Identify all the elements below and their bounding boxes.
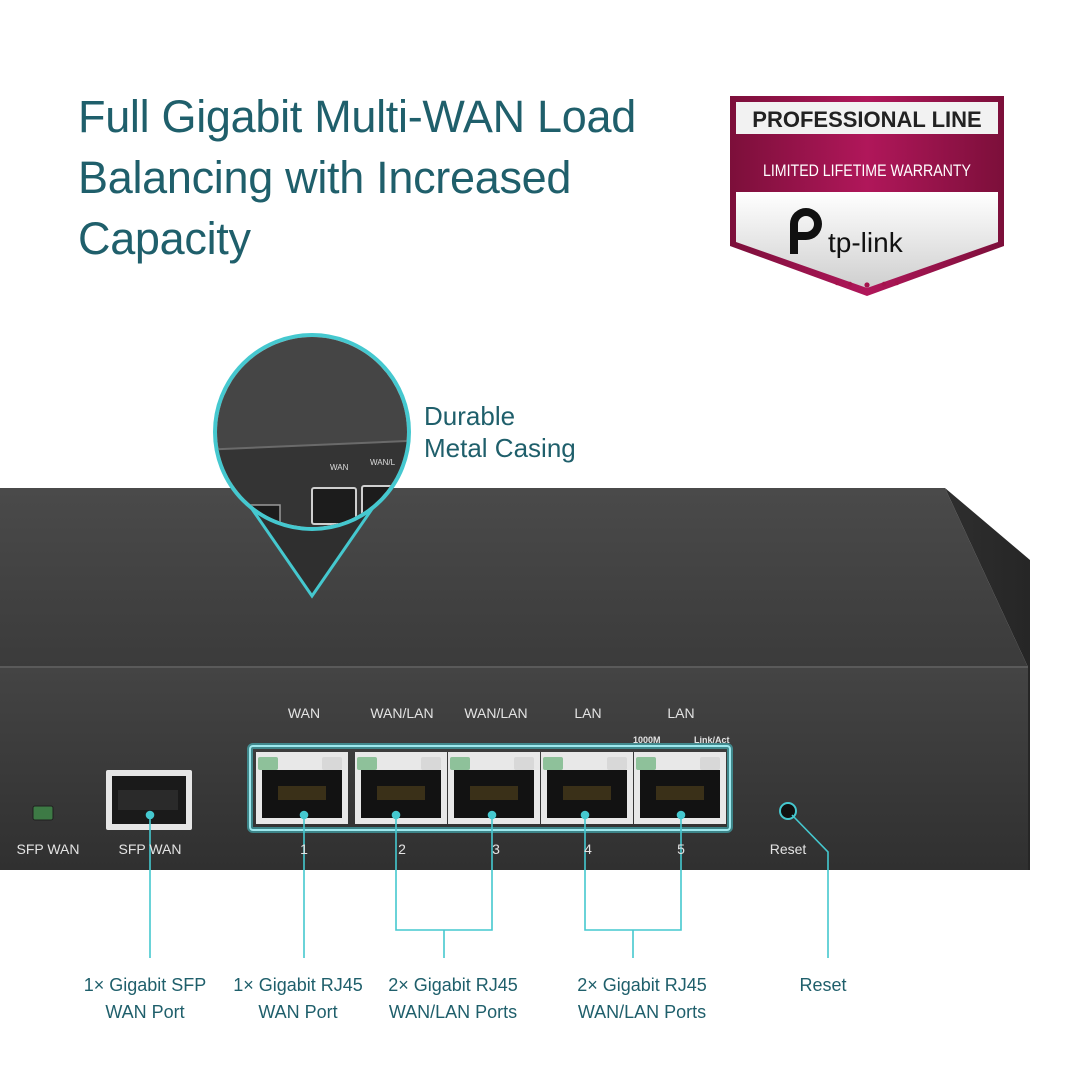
headline: Full Gigabit Multi-WAN Load Balancing wi…	[78, 86, 698, 269]
headline-line-1: Full Gigabit Multi-WAN Load	[78, 91, 636, 142]
port-label-3: WAN/LAN	[464, 705, 528, 721]
sfp-port	[106, 770, 192, 830]
badge-top-text: PROFESSIONAL LINE	[752, 107, 981, 132]
port-number-2: 2	[398, 841, 406, 857]
port-label-1: WAN	[287, 705, 321, 721]
badge-middle-text: LIMITED LIFETIME WARRANTY	[763, 161, 971, 180]
port-label-4: LAN	[574, 705, 602, 721]
leader-lines	[145, 810, 829, 958]
rj45-port-3	[448, 752, 540, 824]
annotation-wan-lan-4-5-line-2: WAN/LAN Ports	[577, 1002, 707, 1022]
port-number-3: 3	[492, 841, 500, 857]
rj45-port-4	[541, 752, 633, 824]
zoom-label-wanlan: WAN/L	[370, 458, 396, 467]
annotation-wan-lan-2-3-line-1: 2× Gigabit RJ45	[388, 975, 518, 995]
annotation-reset: Reset	[799, 972, 846, 999]
annotation-sfp-wan: 1× Gigabit SFP WAN Port	[84, 972, 207, 1026]
port-number-5: 5	[677, 841, 685, 857]
headline-line-2: Balancing with Increased	[78, 152, 572, 203]
port-number-4: 4	[584, 841, 592, 857]
rj45-port-2	[355, 752, 447, 824]
annotation-reset-line-1: Reset	[799, 975, 847, 995]
reset-label: Reset	[769, 841, 807, 857]
annotation-wan-lan-2-3-line-2: WAN/LAN Ports	[388, 1002, 518, 1022]
device-top-surface	[0, 488, 1028, 667]
annotation-wan-lan-4-5: 2× Gigabit RJ45 WAN/LAN Ports	[577, 972, 707, 1026]
port-label-2: WAN/LAN	[370, 705, 434, 721]
port-label-5: LAN	[667, 705, 695, 721]
annotation-wan-lan-2-3: 2× Gigabit RJ45 WAN/LAN Ports	[388, 972, 518, 1026]
tp-link-logo-icon	[790, 208, 822, 254]
sfp-port-label: SFP WAN	[118, 841, 182, 857]
port-number-1: 1	[300, 841, 308, 857]
annotation-sfp-line-2: WAN Port	[105, 1002, 185, 1022]
annotation-rj45-wan-line-1: 1× Gigabit RJ45	[233, 975, 363, 995]
headline-line-3: Capacity	[78, 213, 251, 264]
led-label-speed: 1000M	[633, 735, 661, 745]
led-label-link: Link/Act	[694, 735, 730, 745]
callout-line-2: Metal Casing	[424, 433, 576, 463]
annotation-rj45-wan-line-2: WAN Port	[258, 1002, 338, 1022]
badge-brand-text: tp-link	[828, 227, 904, 258]
annotation-wan-lan-4-5-line-1: 2× Gigabit RJ45	[577, 975, 707, 995]
device-side	[945, 488, 1030, 870]
professional-line-badge: PROFESSIONAL LINE LIMITED LIFETIME WARRA…	[730, 96, 1004, 296]
annotation-rj45-wan: 1× Gigabit RJ45 WAN Port	[233, 972, 363, 1026]
zoom-label-wan: WAN	[330, 463, 349, 472]
badge-stars-icon	[834, 280, 900, 288]
callout-line-1: Durable	[424, 401, 516, 431]
sfp-led-label: SFP WAN	[16, 841, 80, 857]
metal-casing-callout: Durable Metal Casing	[424, 400, 576, 464]
annotation-sfp-line-1: 1× Gigabit SFP	[83, 975, 207, 995]
sfp-led	[32, 805, 54, 821]
